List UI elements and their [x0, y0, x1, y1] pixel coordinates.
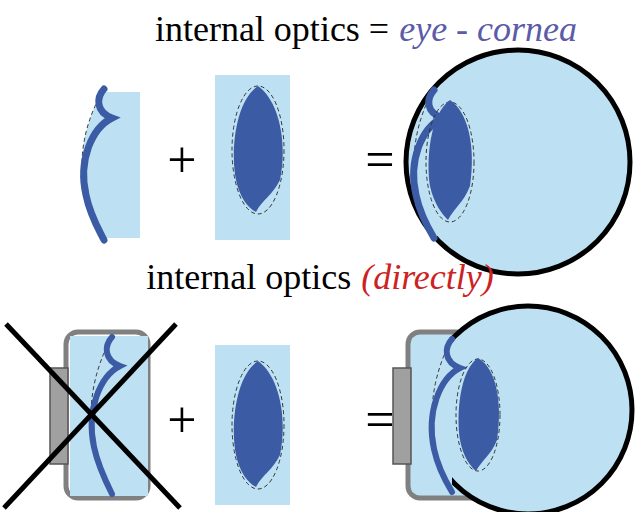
operator-sign: +: [167, 391, 196, 448]
dashed-outline: [232, 361, 284, 489]
fluid-ground: [70, 336, 148, 496]
cornea-figure: [82, 89, 140, 240]
dashed-outline: [456, 359, 500, 471]
holder-frame: [66, 332, 148, 498]
lens-figure: [215, 345, 290, 505]
heading-text: eye - cornea: [399, 10, 577, 50]
lens-ground: [215, 345, 290, 505]
cross-mark: [4, 324, 176, 508]
heading-text: internal optics: [146, 258, 351, 298]
lens-body: [459, 358, 500, 471]
dashed-outline: [232, 86, 284, 214]
operator-sign: =: [365, 131, 394, 188]
lens-ground: [215, 75, 290, 240]
eyeball: [406, 50, 630, 274]
heading-text: (directly): [361, 258, 494, 298]
eyeball: [424, 306, 632, 512]
window-plate: [393, 368, 411, 464]
lens-figure: [215, 75, 290, 240]
lens-body: [234, 361, 283, 487]
heading-text: internal optics =: [155, 10, 389, 50]
lens-body: [234, 86, 283, 212]
cornea-holder-figure: [4, 324, 180, 508]
eye-figure: [406, 50, 630, 274]
lens-body: [429, 100, 472, 220]
operator-sign: =: [365, 391, 394, 448]
operator-sign: +: [167, 131, 196, 188]
cornea-shell: [84, 89, 112, 240]
eye-holder-figure: [393, 306, 632, 512]
